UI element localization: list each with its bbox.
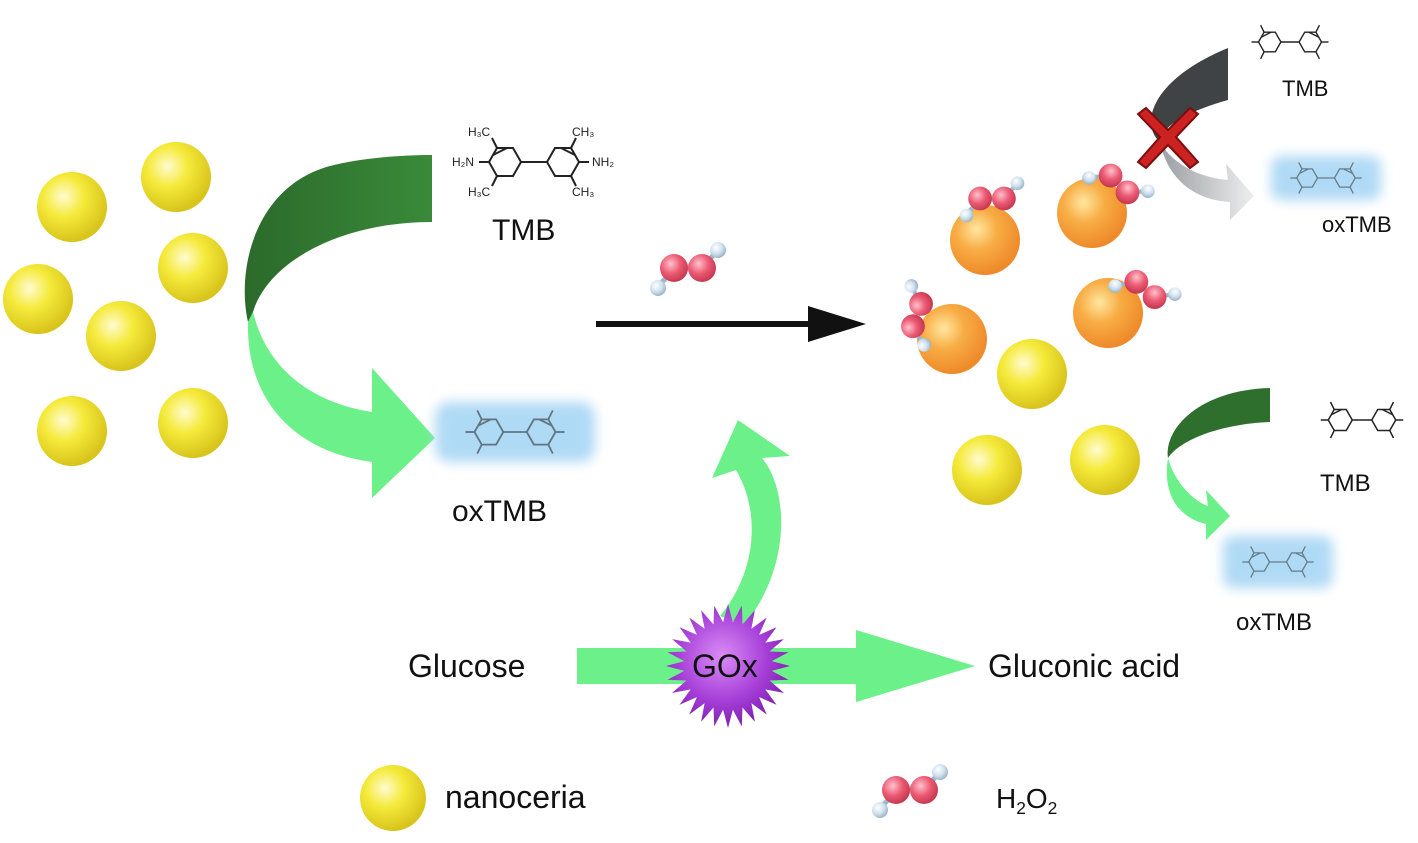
nanoceria-particle	[997, 339, 1067, 409]
oxtmb-label-lower-right: oxTMB	[1236, 609, 1313, 636]
gox-h2o2-arrow	[712, 420, 790, 625]
tmb-label-lower-right: TMB	[1320, 470, 1371, 497]
tmb-label-main: TMB	[492, 214, 556, 247]
tmb-structure	[1250, 24, 1330, 60]
nanoceria-particle	[952, 435, 1022, 505]
nanoceria-active-particle	[950, 205, 1020, 275]
legend-nanoceria-label: nanoceria	[445, 779, 586, 815]
tmb-structure	[1320, 401, 1404, 439]
oxtmb-label-top-right: oxTMB	[1322, 212, 1392, 237]
nanoceria-active-cluster	[885, 146, 1184, 374]
glucose-label: Glucose	[408, 648, 526, 684]
legend-h2o2-label: H2O2	[996, 783, 1058, 819]
nanoceria-active-particle	[1073, 278, 1143, 348]
tmb-label-top-right: TMB	[1282, 76, 1329, 101]
nanoceria-particle	[158, 233, 228, 303]
reaction-arrow	[596, 306, 866, 342]
tmb-sub-ch3-1: CH₃	[572, 125, 594, 139]
h2o2-molecule	[650, 242, 726, 296]
block-cross-icon	[1136, 106, 1200, 170]
tmb-structure	[478, 137, 590, 187]
nanoceria-particle	[1070, 425, 1140, 495]
nanoceria-particle	[141, 142, 211, 212]
nanoceria-active-particle	[1057, 178, 1127, 248]
gox-label: GOx	[692, 648, 758, 684]
oxtmb-structure	[1271, 156, 1381, 200]
nanoceria-particle	[3, 264, 73, 334]
oxtmb-label-main: oxTMB	[452, 495, 548, 528]
gox-star	[666, 604, 790, 728]
legend-nanoceria-icon	[360, 765, 426, 831]
nanoceria-active-particle	[917, 304, 987, 374]
tmb-sub-h2n: H₂N	[452, 155, 474, 169]
blocked-tmb-arrow	[1151, 48, 1254, 220]
tmb-sub-ch3-2: CH₃	[572, 185, 594, 199]
nanoceria-particle	[37, 396, 107, 466]
oxtmb-structure	[435, 402, 595, 462]
nanoceria-cluster-left	[3, 142, 228, 466]
tmb-to-oxtmb-arrow-main	[244, 155, 435, 498]
tmb-sub-h3c-2: H₃C	[468, 185, 491, 199]
nanoceria-particle	[158, 388, 228, 458]
oxtmb-structure	[1223, 536, 1333, 588]
nanoceria-particle	[37, 172, 107, 242]
tmb-sub-h3c-1: H₃C	[468, 125, 491, 139]
nanoceria-particle	[86, 301, 156, 371]
legend-h2o2-icon	[872, 764, 948, 818]
tmb-sub-nh2: NH₂	[592, 155, 614, 169]
tmb-to-oxtmb-arrow-small	[1166, 388, 1270, 540]
gluconic-acid-label: Gluconic acid	[988, 648, 1181, 684]
